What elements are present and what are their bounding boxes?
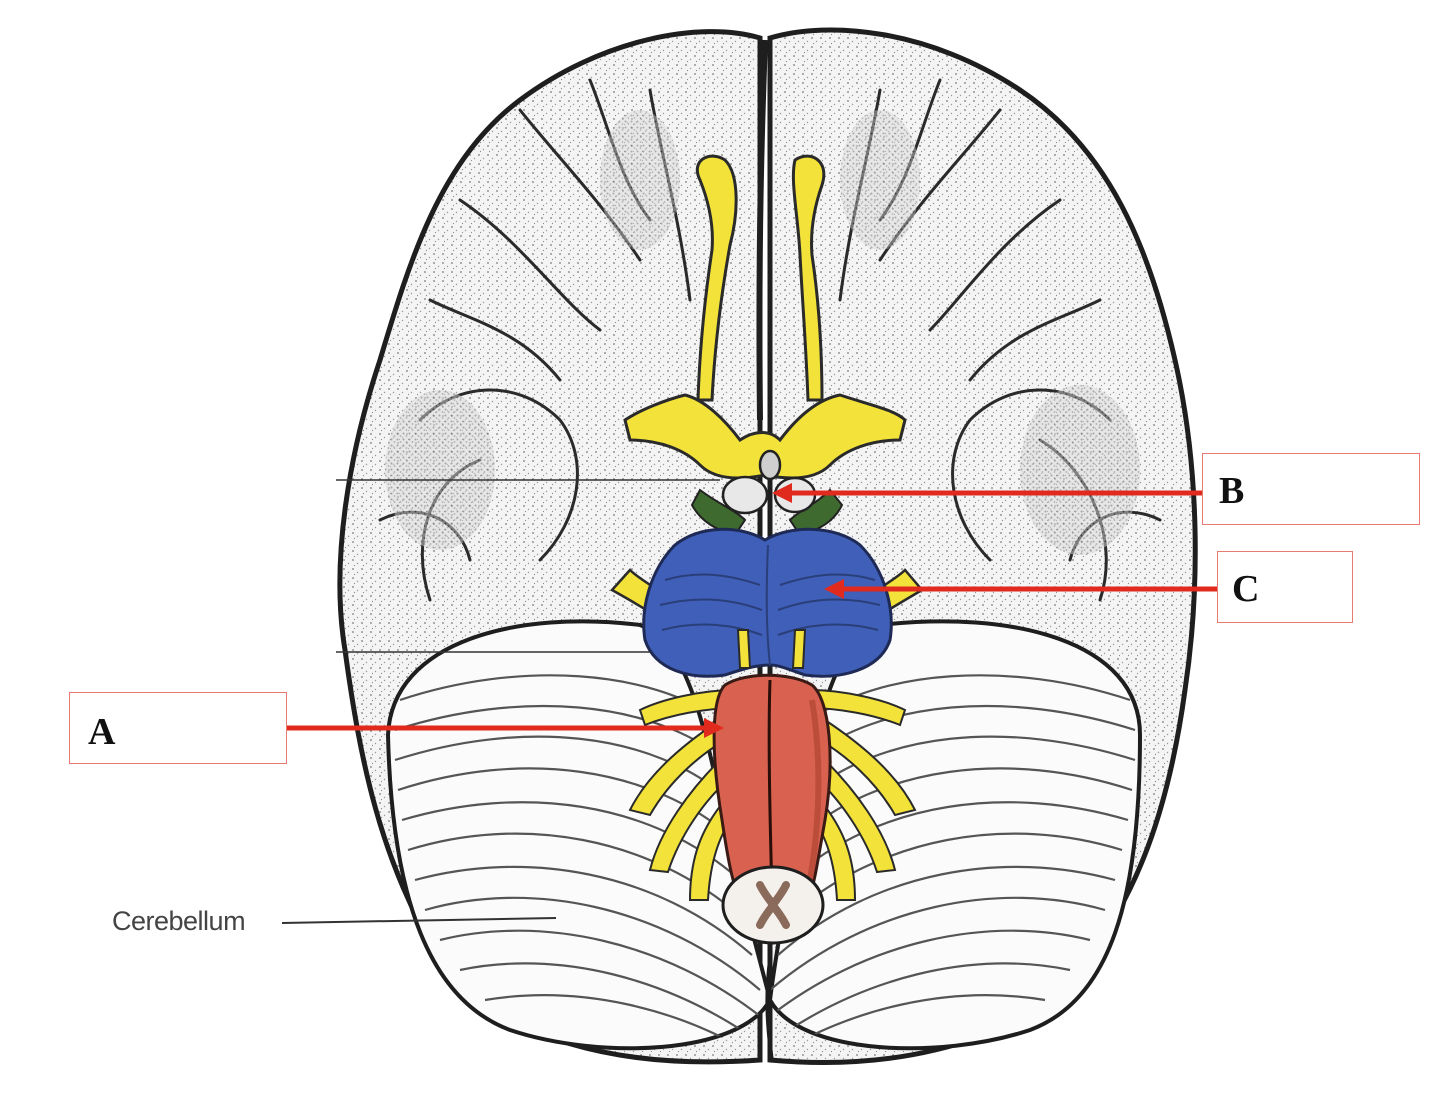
- olfactory-tracts: [696, 154, 826, 402]
- label-a-text: A: [88, 711, 116, 753]
- label-b-text: B: [1219, 470, 1245, 512]
- longitudinal-fissure: [756, 39, 768, 421]
- label-c-text: C: [1232, 568, 1260, 610]
- cranial-nerve-fibers: [628, 688, 917, 901]
- optic-chiasm: [623, 393, 907, 480]
- arrow-b: [772, 483, 1204, 503]
- label-box-c[interactable]: C: [1217, 551, 1353, 623]
- arrow-c: [824, 579, 1218, 599]
- arrow-a: [287, 718, 724, 738]
- label-box-a[interactable]: A: [69, 692, 287, 764]
- cerebellum-leader-line: [281, 917, 557, 924]
- spinal-cord-section: [721, 865, 825, 945]
- cerebellum-label: Cerebellum: [112, 906, 246, 936]
- medulla-oblongata: [712, 673, 832, 897]
- label-box-b[interactable]: B: [1202, 453, 1420, 525]
